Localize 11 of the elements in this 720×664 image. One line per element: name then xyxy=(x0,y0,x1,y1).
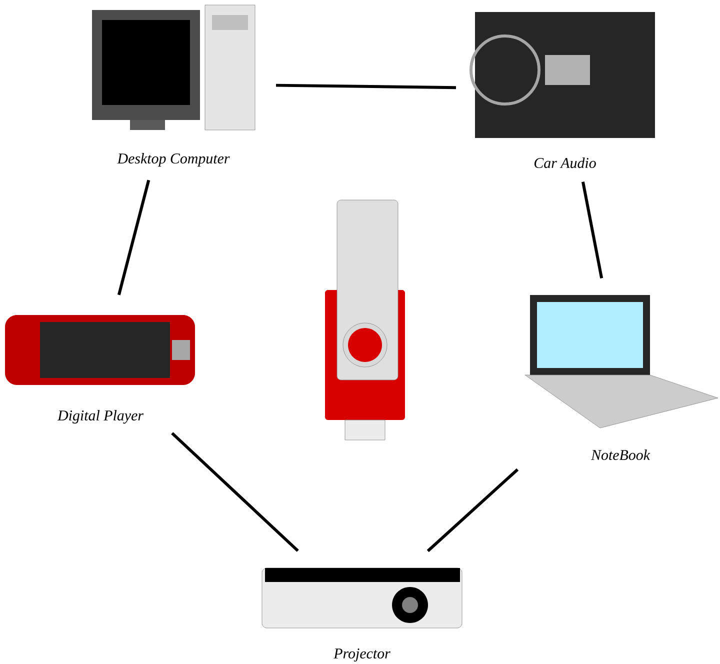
device-label: Digital Player xyxy=(57,410,144,424)
device-label: Desktop Computer xyxy=(117,153,230,167)
device-label: Projector xyxy=(334,648,390,662)
connector-line xyxy=(117,180,150,296)
connector-line xyxy=(276,84,456,90)
device-label: NoteBook xyxy=(590,450,650,460)
usb-drive-drawing xyxy=(325,200,405,440)
device-label: Car Audio xyxy=(534,158,596,168)
connector-line xyxy=(171,432,299,552)
connector-line xyxy=(426,468,519,552)
connector-line xyxy=(581,182,604,278)
